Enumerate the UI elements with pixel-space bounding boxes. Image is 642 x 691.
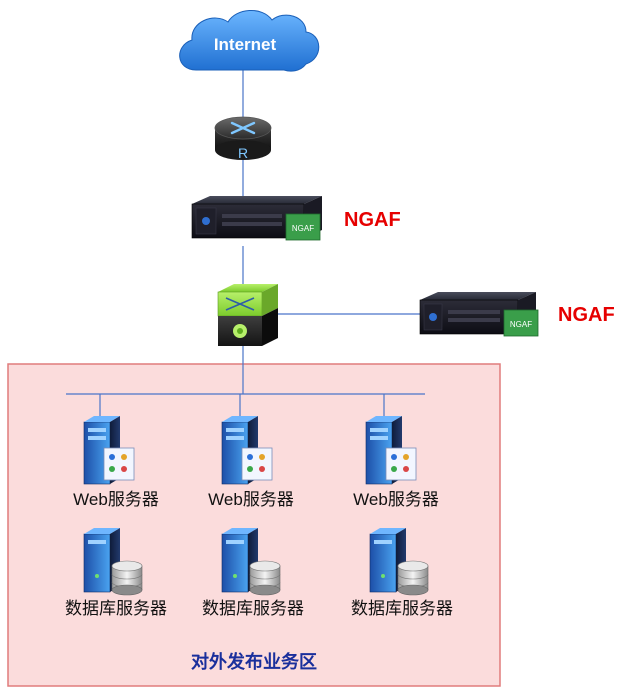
web-server-3	[365, 416, 417, 485]
web-server-1-label: Web服务器	[73, 490, 159, 509]
db-server-1-label: 数据库服务器	[65, 599, 167, 618]
ngaf-badge-text: NGAF	[292, 224, 314, 233]
db-server-3-label: 数据库服务器	[351, 599, 453, 618]
ngaf-side-label: NGAF	[558, 304, 615, 326]
ngaf-firewall-side: NGAF	[419, 292, 539, 337]
connection-lines	[66, 66, 425, 416]
ngaf-badge-icon: NGAF	[503, 309, 539, 337]
web-server-3-label: Web服务器	[353, 490, 439, 509]
app-panel-icon	[103, 447, 135, 481]
ngaf-firewall-main: NGAF	[191, 196, 322, 241]
internet-label: Internet	[214, 35, 277, 54]
db-server-1	[83, 528, 143, 596]
db-server-2-label: 数据库服务器	[202, 599, 304, 618]
zone-label: 对外发布业务区	[191, 651, 317, 672]
web-server-2	[221, 416, 273, 485]
router-letter: R	[238, 145, 248, 161]
database-icon	[249, 560, 281, 596]
db-server-3	[369, 528, 429, 596]
database-icon	[111, 560, 143, 596]
ngaf-badge-icon: NGAF	[285, 213, 321, 241]
internet-cloud: Internet	[179, 10, 320, 72]
core-switch-icon	[217, 284, 278, 346]
business-zone-box	[7, 363, 501, 687]
database-icon	[397, 560, 429, 596]
ngaf-badge-text: NGAF	[510, 320, 532, 329]
ngaf-main-label: NGAF	[344, 209, 401, 231]
app-panel-icon	[385, 447, 417, 481]
web-server-2-label: Web服务器	[208, 490, 294, 509]
router-icon: R	[214, 116, 272, 161]
web-server-1	[83, 416, 135, 485]
app-panel-icon	[241, 447, 273, 481]
db-server-2	[221, 528, 281, 596]
